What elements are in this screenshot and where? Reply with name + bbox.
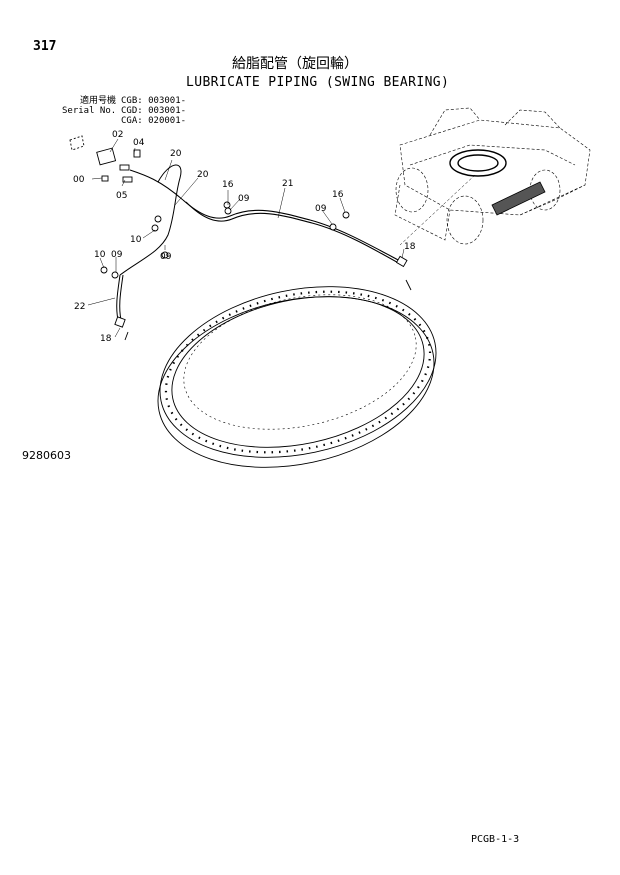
callout-18: 18 bbox=[404, 242, 416, 252]
serial-label: 適用号機 bbox=[79, 96, 116, 106]
serial-number: 003001- bbox=[148, 96, 187, 106]
serial-number: 003001- bbox=[148, 106, 187, 116]
serial-number: 020001- bbox=[148, 116, 187, 126]
callout-09: 09 bbox=[315, 204, 327, 214]
swing-bearing-highlight bbox=[449, 149, 507, 177]
excavator-reference-sketch bbox=[394, 107, 591, 245]
callout-04: 04 bbox=[133, 138, 145, 148]
callout-05: 05 bbox=[116, 191, 127, 201]
title-english: LUBRICATE PIPING (SWING BEARING) bbox=[186, 75, 450, 90]
serial-label: Serial No. bbox=[62, 106, 117, 116]
callout-21: 21 bbox=[282, 179, 293, 189]
callout-16: 16 bbox=[332, 190, 344, 200]
track-section-highlight bbox=[491, 181, 546, 216]
grease-hose-20 bbox=[119, 164, 184, 276]
callout-22: 22 bbox=[74, 302, 85, 312]
callout-09: 09 bbox=[160, 252, 172, 262]
serial-model: CGB: bbox=[121, 96, 143, 106]
serial-row: CGA: 020001- bbox=[62, 117, 186, 126]
title-japanese: 給脂配管（旋回輪） bbox=[232, 56, 358, 72]
grease-hose-22 bbox=[116, 274, 124, 321]
serial-row: 適用号機 CGB: 003001- bbox=[62, 97, 186, 106]
fittings bbox=[69, 135, 412, 341]
callout-20: 20 bbox=[170, 149, 182, 159]
leader-lines bbox=[87, 138, 405, 338]
leader-line bbox=[399, 174, 476, 246]
callout-09: 09 bbox=[111, 250, 123, 260]
grease-hose-21 bbox=[182, 199, 403, 266]
callout-02: 02 bbox=[112, 130, 123, 140]
callout-09: 09 bbox=[238, 194, 250, 204]
serial-row: Serial No. CGD: 003001- bbox=[62, 107, 186, 116]
callout-16: 16 bbox=[222, 180, 234, 190]
swing-bearing-ring bbox=[157, 286, 437, 468]
callout-20: 20 bbox=[197, 170, 209, 180]
callout-00: 00 bbox=[73, 175, 85, 185]
callout-10: 10 bbox=[130, 235, 142, 245]
callout-10: 10 bbox=[94, 250, 106, 260]
page-code: PCGB-1-3 bbox=[471, 834, 520, 845]
serial-model: CGD: bbox=[121, 106, 143, 116]
serial-model: CGA: bbox=[121, 116, 143, 126]
drawing-number: 9280603 bbox=[22, 449, 71, 462]
page-number: 317 bbox=[33, 39, 57, 54]
callout-18: 18 bbox=[100, 334, 112, 344]
